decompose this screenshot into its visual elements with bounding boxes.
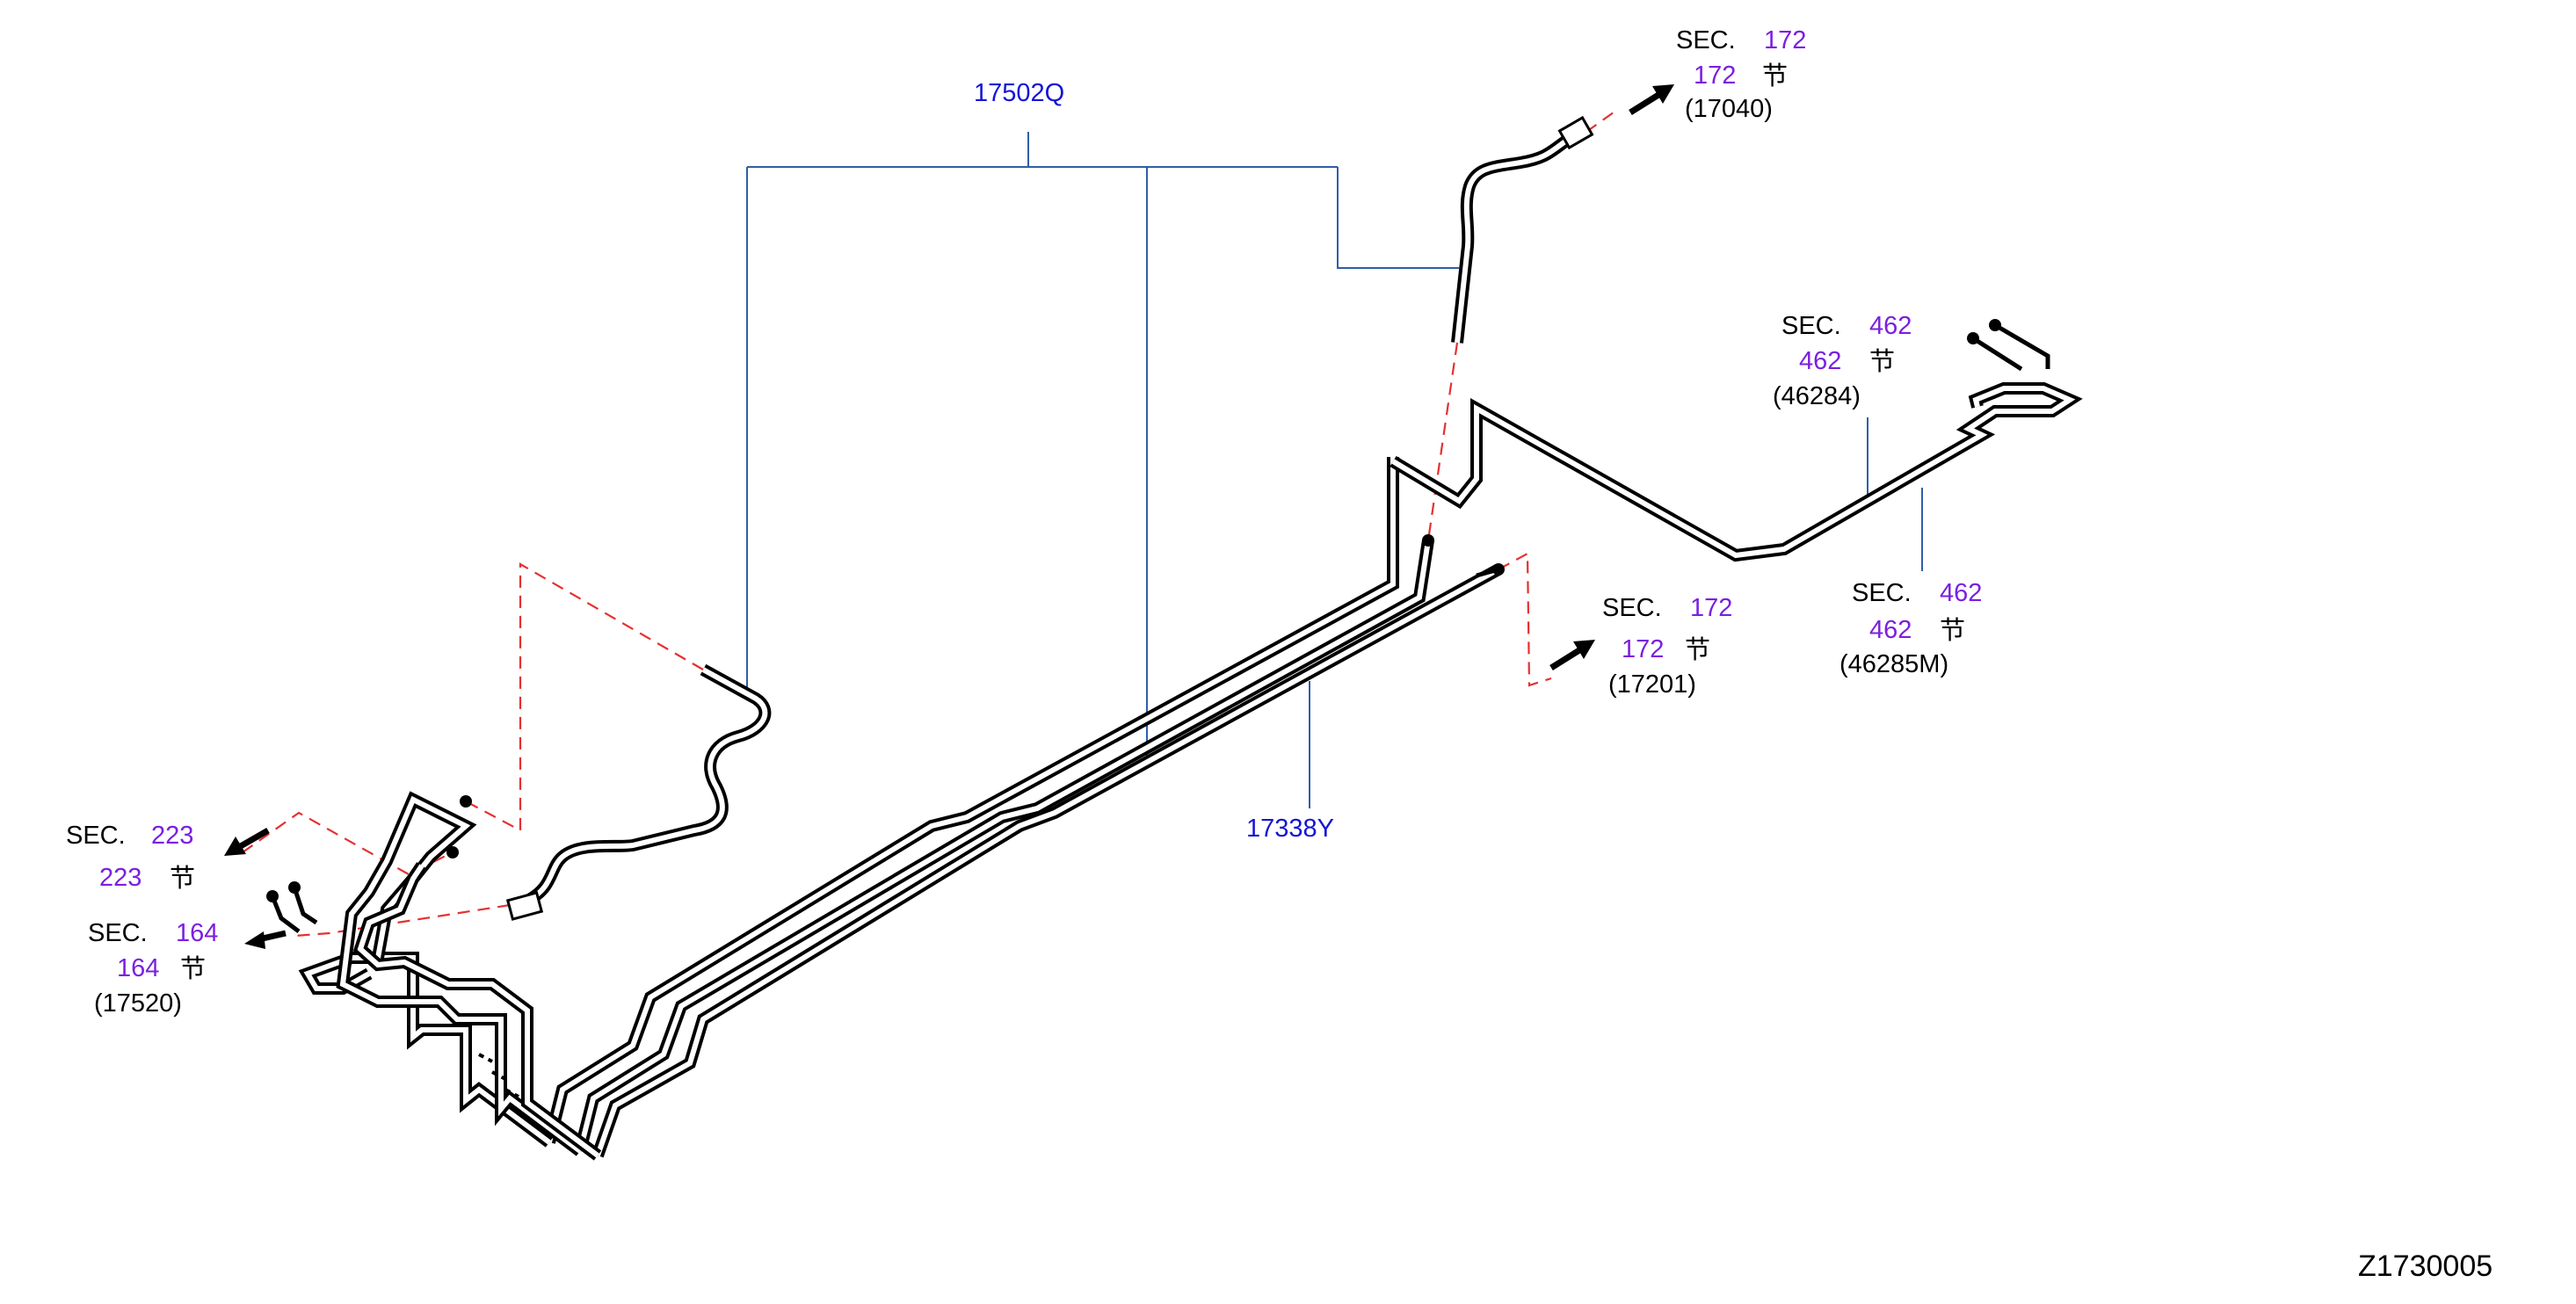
dash-top-arrow (1586, 109, 1618, 133)
left-connector (505, 891, 544, 921)
end-dot-right-2 (1967, 332, 1979, 344)
page-glyph: 节 (1869, 346, 1896, 376)
arrow-172-top-head (1652, 84, 1674, 104)
dash-164 (294, 903, 511, 938)
drawing-code: Z1730005 (2358, 1250, 2493, 1283)
sec-number: 164 (176, 919, 219, 947)
leader-lines (746, 132, 1923, 808)
end-dot-left-4 (288, 881, 301, 894)
sec-prefix: SEC. (66, 822, 126, 850)
page-number: 462 (1869, 616, 1912, 644)
sec-prefix: SEC. (1781, 312, 1841, 340)
page-glyph: 节 (170, 863, 196, 893)
page-glyph: 节 (180, 953, 207, 983)
end-stubs (266, 115, 2050, 1098)
part-ref: (17201) (1608, 670, 1696, 699)
dashed-connections (242, 109, 1618, 938)
part-ref: (46284) (1773, 382, 1861, 410)
top-connector (1557, 115, 1594, 150)
page-glyph: 节 (1940, 615, 1966, 645)
end-dot-left-1 (460, 795, 472, 808)
pipe-group (298, 134, 2083, 1161)
page-number: 223 (99, 864, 142, 892)
page-number: 172 (1622, 635, 1665, 663)
sec-number: 462 (1869, 312, 1912, 340)
arrow-164-head (244, 931, 265, 949)
part-ref: (17520) (94, 989, 182, 1018)
dash-223 (242, 811, 454, 876)
arrow-223-head (224, 837, 246, 856)
page-number: 164 (117, 954, 160, 982)
leader-17502Q (746, 132, 1459, 756)
sec-prefix: SEC. (1676, 26, 1736, 54)
direction-arrows (224, 84, 1674, 949)
end-dot-connector (1422, 534, 1434, 547)
page-number: 172 (1694, 62, 1737, 90)
end-dot-left-3 (266, 890, 279, 902)
page-number: 462 (1799, 347, 1842, 375)
sec-number: 223 (151, 822, 194, 850)
sec-prefix: SEC. (1852, 579, 1912, 607)
sec-prefix: SEC. (88, 919, 148, 947)
left-end-stubs (270, 887, 318, 933)
flex-hose-top (1451, 134, 1573, 344)
main-pipe-1 (543, 457, 1399, 1144)
right-pipe (1390, 382, 2083, 562)
main-pipe-3 (591, 563, 1502, 1158)
clip-marks (478, 1053, 519, 1098)
right-end-stub (1971, 322, 2050, 372)
flex-hose-left (524, 663, 772, 907)
sec-prefix: SEC. (1602, 594, 1662, 622)
dash-mid-arrow (1498, 552, 1552, 687)
dash-hose-left (465, 562, 704, 832)
end-dot-mid (1492, 563, 1505, 576)
part-label-17338Y: 17338Y (1246, 815, 1334, 843)
part-label-17502Q: 17502Q (974, 79, 1065, 107)
part-ref: (17040) (1685, 95, 1773, 123)
sec-number: 462 (1940, 579, 1983, 607)
end-dot-left-2 (446, 846, 459, 858)
page-glyph: 节 (1762, 61, 1789, 91)
dash-top-connector (1426, 342, 1459, 541)
sec-number: 172 (1690, 594, 1733, 622)
page-glyph: 节 (1685, 634, 1711, 664)
sec-number: 172 (1764, 26, 1807, 54)
end-dot-right-1 (1989, 319, 2001, 331)
arrow-172-mid-head (1573, 640, 1595, 659)
part-ref: (46285M) (1839, 650, 1949, 678)
